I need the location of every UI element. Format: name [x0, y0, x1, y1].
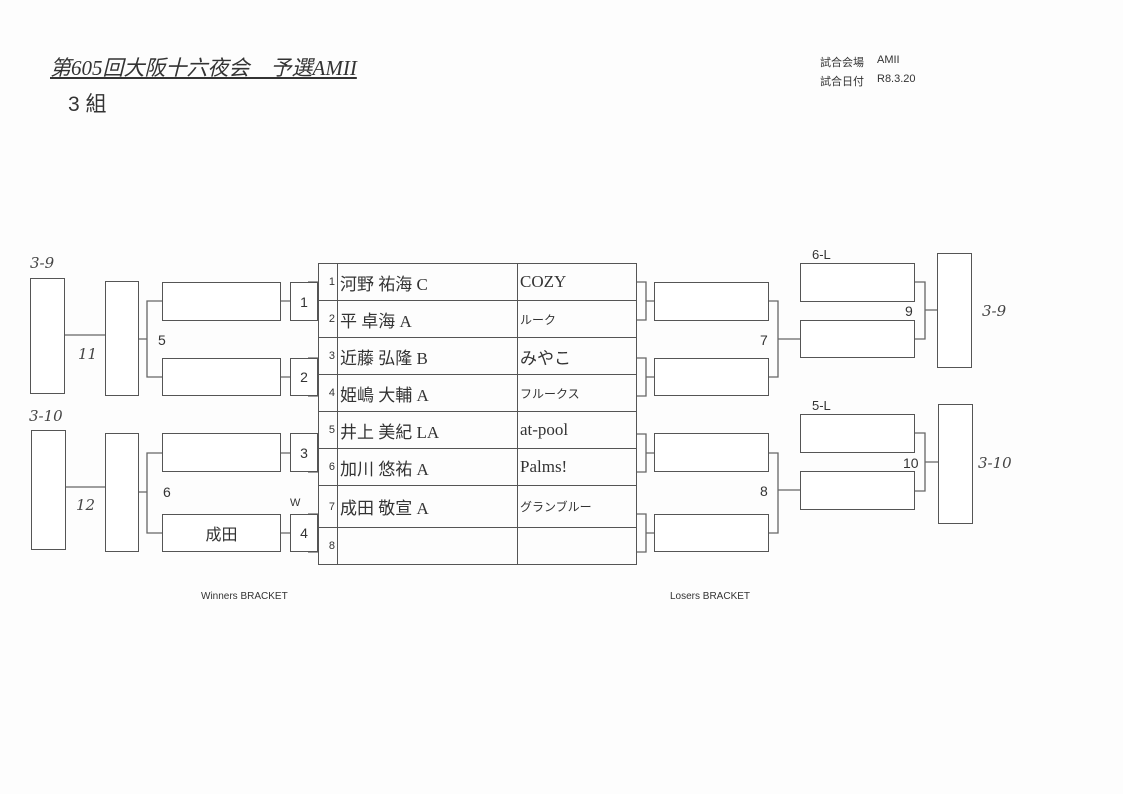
losers-6L-box: [800, 263, 915, 302]
player-team: [517, 527, 637, 565]
seed-number: 6: [318, 448, 338, 486]
venue-label: 試合会場: [820, 57, 864, 69]
match-3-winner-box: [162, 433, 281, 472]
player-team: グランブルー: [517, 485, 637, 528]
match-9-winner-box: [937, 253, 972, 368]
match-5-winner-box: [105, 281, 139, 396]
seed-number: 4: [318, 374, 338, 412]
match-3-label: 3: [290, 433, 318, 472]
seed-number: 7: [318, 485, 338, 528]
date-value: R8.3.20: [877, 73, 916, 85]
match-5-label: 5: [158, 332, 166, 348]
winners-top-destination: 3-9: [30, 254, 55, 272]
seed-number: 1: [318, 263, 338, 301]
losers-r1-box-3: [654, 433, 769, 472]
player-name: 井上 美紀 LA: [337, 411, 518, 449]
match-7-winner-box: [800, 320, 915, 358]
player-name: 河野 祐海 C: [337, 263, 518, 301]
losers-bracket-label: Losers BRACKET: [670, 591, 751, 602]
winners-bottom-destination: 3-10: [29, 407, 63, 425]
player-row: 8: [318, 527, 637, 565]
seed-number: 5: [318, 411, 338, 449]
match-8-winner-box: [800, 471, 915, 510]
match-4-winner-box: 成田: [162, 514, 281, 552]
losers-r1-box-2: [654, 358, 769, 396]
match-6-label: 6: [163, 484, 171, 500]
losers-top-destination: 3-9: [982, 302, 1007, 320]
player-name: 加川 悠祐 A: [337, 448, 518, 486]
date-label: 試合日付: [820, 76, 864, 88]
match-12-label: 12: [76, 496, 96, 514]
player-team: at-pool: [517, 411, 637, 449]
player-team: フルークス: [517, 374, 637, 412]
match-8-label: 8: [760, 483, 768, 499]
match-10-winner-box: [938, 404, 973, 524]
match-1-label: 1: [290, 282, 318, 321]
w-mark: W: [290, 497, 301, 509]
losers-r1-box-1: [654, 282, 769, 321]
winners-bracket-label: Winners BRACKET: [201, 591, 288, 602]
match-9-label: 9: [905, 303, 913, 319]
from-6L-label: 6-L: [812, 247, 831, 262]
player-name: 成田 敬宣 A: [337, 485, 518, 528]
match-11-label: 11: [78, 345, 98, 363]
player-team: Palms!: [517, 448, 637, 486]
seed-number: 2: [318, 300, 338, 338]
seed-number: 8: [318, 527, 338, 565]
match-2-winner-box: [162, 358, 281, 396]
player-name: 近藤 弘隆 B: [337, 337, 518, 375]
seed-number: 3: [318, 337, 338, 375]
player-team: COZY: [517, 263, 637, 301]
match-7-label: 7: [760, 332, 768, 348]
venue-value: AMII: [877, 54, 900, 66]
player-name: 姫嶋 大輔 A: [337, 374, 518, 412]
player-name: [337, 527, 518, 565]
match-2-label: 2: [290, 358, 318, 396]
group-label: 3 組: [68, 93, 107, 116]
losers-5L-box: [800, 414, 915, 453]
match-4-label: 4: [290, 514, 318, 552]
match-6-winner-box: [105, 433, 139, 552]
player-team: みやこ: [517, 337, 637, 375]
match-10-label: 10: [903, 455, 919, 471]
losers-bottom-destination: 3-10: [978, 454, 1012, 472]
winners-final-bottom-box: [31, 430, 66, 550]
player-team: ルーク: [517, 300, 637, 338]
player-name: 平 卓海 A: [337, 300, 518, 338]
match-1-winner-box: [162, 282, 281, 321]
winners-final-top-box: [30, 278, 65, 394]
from-5L-label: 5-L: [812, 398, 831, 413]
page-title: 第605回大阪十六夜会 予選AMII: [50, 56, 357, 80]
losers-r1-box-4: [654, 514, 769, 552]
